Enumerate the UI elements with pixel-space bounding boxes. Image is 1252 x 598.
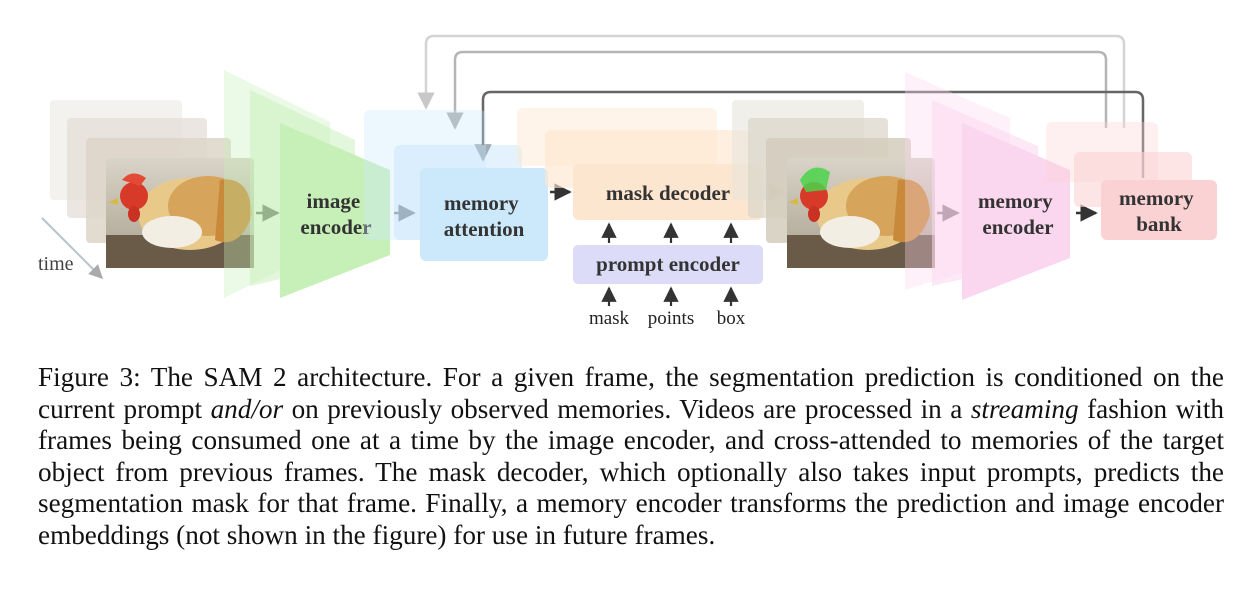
time-axis: time <box>38 217 103 279</box>
memory-bank-label-line1: memory <box>1119 186 1194 210</box>
memory-attention-label-line1: memory <box>444 191 519 215</box>
figure-caption: Figure 3: The SAM 2 architecture. For a … <box>38 362 1224 551</box>
caption-emphasis-streaming: streaming <box>970 393 1079 424</box>
input-frame-image <box>106 158 254 268</box>
memory-attention-label-line2: attention <box>444 217 525 241</box>
prompt-encoder-label: prompt encoder <box>596 252 740 276</box>
memory-bank-label-line2: bank <box>1136 212 1182 236</box>
prompt-input-points: points <box>648 308 694 329</box>
image-encoder-label-line1: image <box>307 189 361 213</box>
prompt-input-arrows <box>601 286 739 306</box>
caption-part1: Figure 3: The SAM 2 architecture. For a … <box>38 362 1224 424</box>
time-label: time <box>38 253 74 275</box>
memory-feedback-loops <box>417 34 1145 178</box>
image-encoder-block: image encoder <box>224 70 390 298</box>
prompt-input-mask: mask <box>589 308 630 329</box>
prompt-encoder-block: prompt encoder <box>573 245 763 284</box>
mask-decoder-label: mask decoder <box>606 181 730 205</box>
sam2-architecture-diagram: time image encoder memory <box>38 34 1217 329</box>
memory-encoder-label-line2: encoder <box>982 215 1053 239</box>
caption-part3: fashion with frames being consumed one a… <box>38 393 1224 550</box>
prompt-inputs: mask points box <box>589 308 746 329</box>
svg-text:memory attention: memory attention <box>444 191 525 241</box>
memory-encoder-block: memory encoder <box>905 72 1070 300</box>
svg-text:memory encoder: memory encoder <box>978 189 1058 239</box>
svg-text:image encoder: image encoder <box>300 189 371 239</box>
memory-encoder-label-line1: memory <box>978 189 1053 213</box>
prompt-to-decoder-arrows <box>601 222 739 243</box>
memory-bank-block: memory bank <box>1046 122 1217 240</box>
image-encoder-label-line2: encoder <box>300 215 371 239</box>
caption-part2: on previously observed memories. Videos … <box>283 393 971 424</box>
caption-emphasis-and-or: and/or <box>210 393 284 424</box>
memory-attention-block: memory attention <box>364 110 548 261</box>
mask-decoder-block: mask decoder <box>517 108 763 220</box>
prompt-input-box: box <box>717 308 746 329</box>
output-frame-image <box>787 158 935 268</box>
svg-text:memory bank: memory bank <box>1119 186 1199 236</box>
